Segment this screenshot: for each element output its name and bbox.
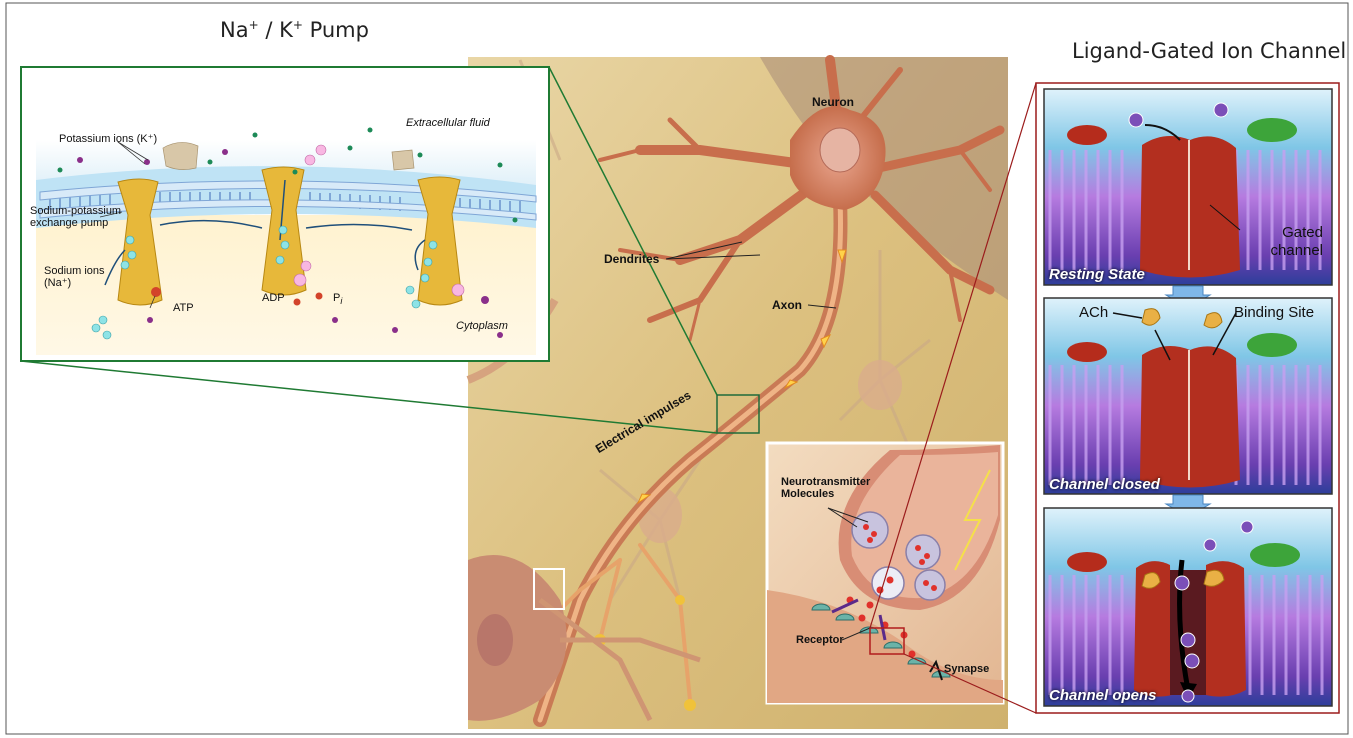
label-channel-closed: Channel closed	[1049, 476, 1160, 493]
label-pi: Pi	[333, 292, 342, 306]
pump-title-na: Na	[220, 18, 249, 42]
pump-title-k: / K	[259, 18, 293, 42]
label-pump: Sodium-potassium exchange pump	[30, 205, 130, 229]
label-atp: ATP	[173, 302, 194, 314]
pump-title: Na+ / K+ Pump	[220, 18, 369, 42]
label-sodium: Sodium ions (Na⁺)	[44, 265, 108, 289]
label-extracellular: Extracellular fluid	[406, 117, 490, 129]
label-channel-opens: Channel opens	[1049, 687, 1157, 704]
label-gated-channel: Gated channel	[1243, 224, 1323, 260]
label-axon: Axon	[772, 298, 802, 312]
label-potassium: Potassium ions (K⁺)	[59, 132, 157, 145]
label-dendrites: Dendrites	[604, 252, 659, 266]
label-adp: ADP	[262, 292, 285, 304]
pump-title-end: Pump	[303, 18, 369, 42]
label-neuron: Neuron	[812, 95, 854, 109]
label-resting-state: Resting State	[1049, 266, 1145, 283]
pump-title-sup2: +	[293, 18, 303, 32]
ligand-title: Ligand-Gated Ion Channel	[1072, 39, 1346, 63]
label-neurotransmitter: Neurotransmitter Molecules	[781, 476, 866, 500]
panel-closed	[1044, 298, 1332, 494]
label-cytoplasm: Cytoplasm	[456, 320, 508, 332]
channel-panels	[1036, 83, 1339, 713]
label-binding-site: Binding Site	[1234, 304, 1314, 321]
label-synapse: Synapse	[944, 663, 989, 675]
label-receptor: Receptor	[796, 634, 844, 646]
label-ach: ACh	[1079, 304, 1108, 321]
label-pi-sub: i	[340, 296, 342, 306]
pump-title-sup1: +	[249, 18, 259, 32]
panel-opens	[1044, 508, 1332, 706]
